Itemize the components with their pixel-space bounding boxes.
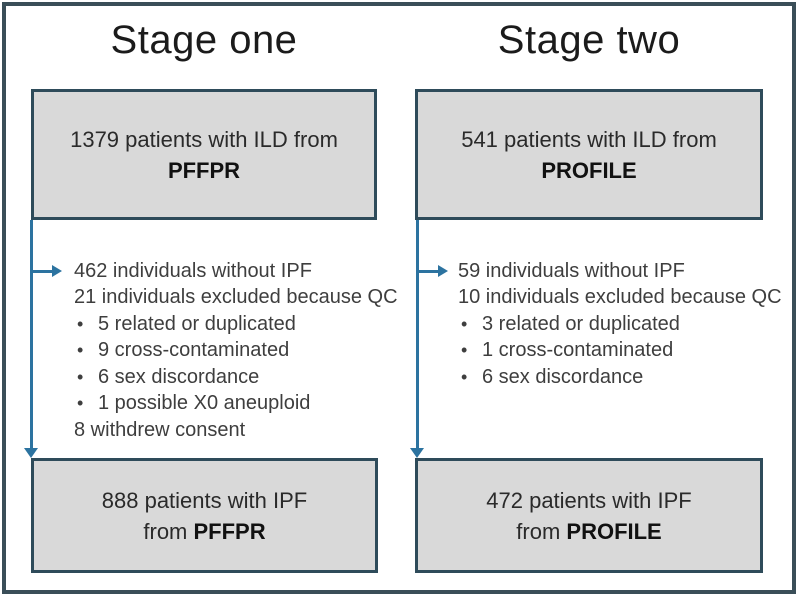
stage-two-branch-line bbox=[417, 270, 439, 273]
bullet-icon: • bbox=[461, 340, 468, 361]
stage-two-exclusion-list: 59 individuals without IPF 10 individual… bbox=[458, 258, 788, 391]
bullet-icon: • bbox=[77, 313, 84, 334]
exclusion-text: 5 related or duplicated bbox=[98, 312, 296, 335]
arrowhead-down-icon bbox=[410, 448, 424, 458]
exclusion-line: 462 individuals without IPF bbox=[74, 258, 404, 285]
exclusion-line: 8 withdrew consent bbox=[74, 417, 404, 444]
bullet-icon: • bbox=[77, 340, 84, 361]
exclusion-text: 1 possible X0 aneuploid bbox=[98, 392, 311, 415]
exclusion-line: 10 individuals excluded because QC bbox=[458, 285, 788, 312]
bullet-icon: • bbox=[461, 366, 468, 387]
stage-two-flow-line bbox=[416, 220, 419, 448]
arrowhead-down-icon bbox=[24, 448, 38, 458]
exclusion-text: 6 sex discordance bbox=[98, 365, 260, 388]
exclusion-line: 59 individuals without IPF bbox=[458, 258, 788, 285]
bullet-icon: • bbox=[461, 313, 468, 334]
exclusion-line: 21 individuals excluded because QC bbox=[74, 285, 404, 312]
stage-one-branch-line bbox=[31, 270, 53, 273]
arrowhead-right-icon bbox=[438, 265, 448, 277]
exclusion-line: • 9 cross-contaminated bbox=[74, 338, 404, 365]
bullet-icon: • bbox=[77, 393, 84, 414]
stage-two-title: Stage two bbox=[497, 18, 681, 62]
exclusion-text: 1 cross-contaminated bbox=[482, 339, 674, 362]
exclusion-text: 6 sex discordance bbox=[482, 365, 644, 388]
box-text-line: 888 patients with IPF bbox=[101, 487, 308, 513]
box-text-line: 541 patients with ILD from bbox=[461, 126, 717, 152]
exclusion-line: • 1 cross-contaminated bbox=[458, 338, 788, 365]
bullet-icon: • bbox=[77, 366, 84, 387]
box-text-line: from PROFILE bbox=[516, 516, 661, 547]
box-text-line: PROFILE bbox=[541, 155, 636, 186]
box-text-line: from PFFPR bbox=[143, 516, 265, 547]
exclusion-text: 21 individuals excluded because QC bbox=[74, 286, 398, 309]
exclusion-line: • 1 possible X0 aneuploid bbox=[74, 391, 404, 418]
stage-one-ipf-box: 888 patients with IPF from PFFPR bbox=[31, 458, 378, 573]
stage-two-ild-box: 541 patients with ILD from PROFILE bbox=[415, 89, 763, 220]
box-text-line: 472 patients with IPF bbox=[486, 487, 692, 513]
box-text-bold: PROFILE bbox=[541, 157, 637, 183]
arrowhead-right-icon bbox=[52, 265, 62, 277]
stage-two-ipf-box: 472 patients with IPF from PROFILE bbox=[415, 458, 763, 573]
exclusion-text: 9 cross-contaminated bbox=[98, 339, 290, 362]
box-text-normal: from bbox=[516, 518, 567, 544]
box-text-bold: PFFPR bbox=[193, 518, 266, 544]
box-text-bold: PFFPR bbox=[167, 157, 241, 183]
exclusion-line: • 6 sex discordance bbox=[458, 364, 788, 391]
exclusion-line: • 3 related or duplicated bbox=[458, 311, 788, 338]
diagram-frame: Stage one 1379 patients with ILD from PF… bbox=[2, 2, 796, 594]
exclusion-text: 59 individuals without IPF bbox=[458, 259, 685, 282]
exclusion-text: 8 withdrew consent bbox=[74, 418, 246, 441]
exclusion-text: 10 individuals excluded because QC bbox=[458, 286, 782, 309]
stage-one-ild-box: 1379 patients with ILD from PFFPR bbox=[31, 89, 377, 220]
exclusion-line: • 6 sex discordance bbox=[74, 364, 404, 391]
stage-one-title: Stage one bbox=[110, 18, 298, 62]
box-text-line: PFFPR bbox=[168, 155, 240, 186]
stage-one-exclusion-list: 462 individuals without IPF 21 individua… bbox=[74, 258, 404, 444]
exclusion-text: 3 related or duplicated bbox=[482, 312, 680, 335]
box-text-bold: PROFILE bbox=[566, 518, 662, 544]
exclusion-line: • 5 related or duplicated bbox=[74, 311, 404, 338]
exclusion-text: 462 individuals without IPF bbox=[74, 259, 312, 282]
box-text-normal: from bbox=[143, 518, 194, 544]
box-text-line: 1379 patients with ILD from bbox=[70, 126, 338, 152]
stage-one-flow-line bbox=[30, 220, 33, 448]
